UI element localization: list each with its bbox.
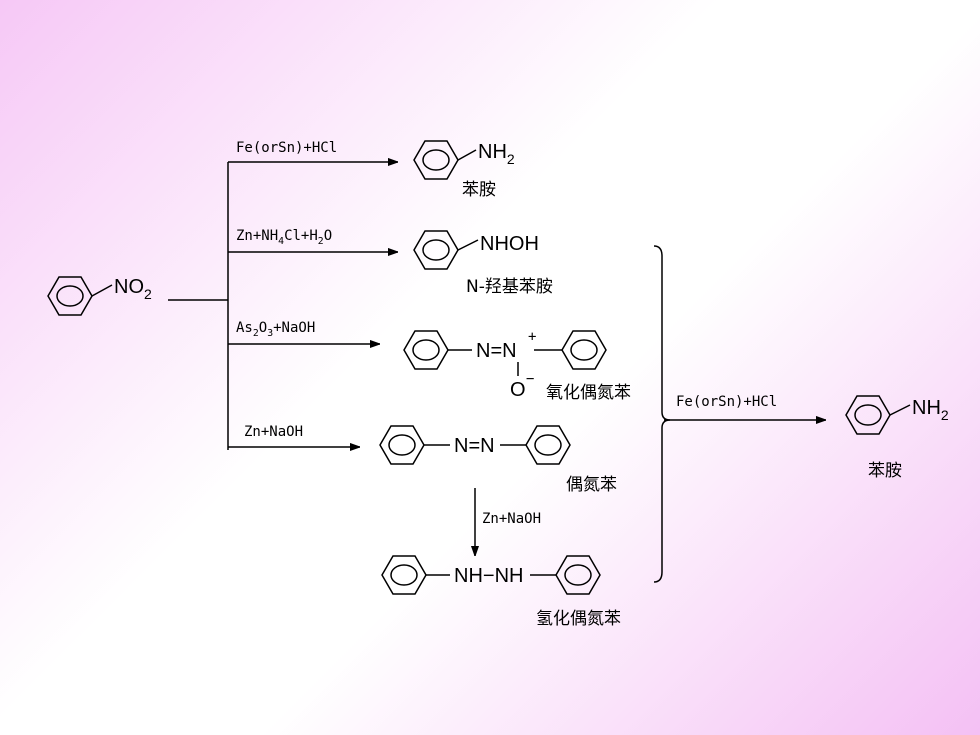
azoxy-link: N=N — [476, 340, 517, 362]
reagent-zn-naoh-2: Zn+NaOH — [482, 511, 541, 527]
azoxy-charge-minus: − — [526, 371, 534, 387]
aniline-name: 苯胺 — [462, 180, 496, 200]
final-aniline-name: 苯胺 — [868, 461, 902, 481]
final-amino-group: NH2 — [912, 397, 949, 423]
hydrazobenzene: NH−NH 氢化偶氮苯 — [381, 555, 621, 629]
hydrazo-link: NH−NH — [454, 565, 523, 587]
phenylhydroxylamine-name: N-羟基苯胺 — [466, 277, 553, 297]
azoxybenzene-name: 氧化偶氮苯 — [546, 383, 631, 403]
azoxybenzene: N=N + O − 氧化偶氮苯 — [403, 329, 631, 403]
nitro-group: NO2 — [114, 276, 152, 302]
azoxy-oxygen: O — [510, 379, 526, 401]
reagent-fe-hcl-final: Fe(orSn)+HCl — [676, 394, 777, 410]
azobenzene: N=N 偶氮苯 — [379, 425, 617, 495]
nitrobenzene: NO2 — [47, 276, 152, 316]
reagent-fe-hcl: Fe(orSn)+HCl — [236, 140, 337, 156]
azoxy-charge-plus: + — [528, 329, 536, 345]
hydrazobenzene-name: 氢化偶氮苯 — [536, 609, 621, 629]
reagent-zn-nh4cl: Zn+NH4Cl+H2O — [236, 228, 332, 247]
phenylhydroxylamine: NHOH N-羟基苯胺 — [413, 230, 553, 297]
aniline: NH2 苯胺 — [413, 140, 515, 200]
nhoh-group: NHOH — [480, 233, 539, 255]
reagent-as2o3: As2O3+NaOH — [236, 320, 315, 339]
benzene-ring — [47, 276, 93, 316]
grouping-brace — [653, 245, 671, 583]
azo-link: N=N — [454, 435, 495, 457]
final-aniline: NH2 苯胺 — [845, 395, 949, 481]
reagent-zn-naoh: Zn+NaOH — [244, 424, 303, 440]
amino-group: NH2 — [478, 141, 515, 167]
azobenzene-name: 偶氮苯 — [566, 475, 617, 495]
